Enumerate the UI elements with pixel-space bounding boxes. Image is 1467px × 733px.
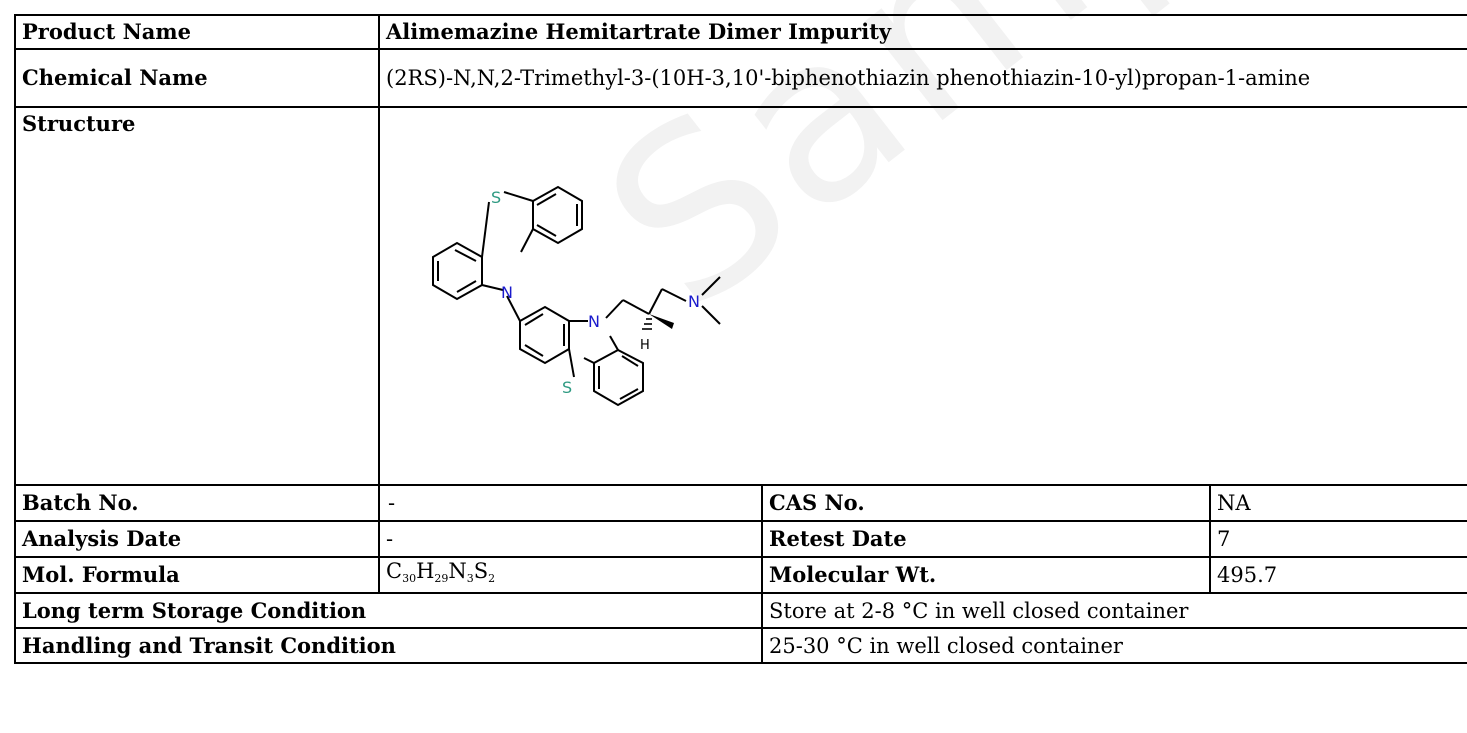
row-chemical-name: Chemical Name (2RS)-N,N,2-Trimethyl-3-(1…: [14, 48, 1467, 108]
atom-n1: N: [501, 283, 513, 302]
atom-s1: S: [491, 188, 501, 207]
row-storage: Long term Storage Condition Store at 2-8…: [14, 592, 1467, 629]
storage-value: Store at 2-8 °C in well closed container: [760, 592, 1467, 629]
storage-label: Long term Storage Condition: [14, 592, 763, 629]
row-analysis-retest: Analysis Date - Retest Date 7: [14, 520, 1467, 558]
chemical-name-text: (2RS)-N,N,2-Trimethyl-3-(10H-3,10'-biphe…: [386, 66, 1311, 90]
formula-count-n: 3: [466, 572, 474, 585]
product-name-value: Alimemazine Hemitartrate Dimer Impurity: [377, 14, 1467, 50]
chemical-name-label: Chemical Name: [14, 48, 380, 108]
retest-date-label: Retest Date: [761, 520, 1211, 558]
retest-date-value: 7: [1208, 520, 1467, 558]
batch-no-value: -: [378, 484, 763, 522]
molecular-wt-value: 495.7: [1208, 556, 1467, 594]
formula-element-c: C: [386, 559, 403, 583]
formula-count-h: 29: [434, 572, 449, 585]
row-product-name: Product Name Alimemazine Hemitartrate Di…: [14, 14, 1467, 50]
atom-n2: N: [588, 312, 600, 331]
cas-no-value: NA: [1208, 484, 1467, 522]
atom-h: H: [640, 338, 650, 353]
chemical-structure-diagram: S N N S N H: [432, 185, 721, 407]
row-formula-weight: Mol. Formula C30H29N3S2 Molecular Wt. 49…: [14, 556, 1467, 594]
analysis-date-value: -: [378, 520, 763, 558]
row-handling: Handling and Transit Condition 25-30 °C …: [14, 627, 1467, 664]
analysis-date-label: Analysis Date: [14, 520, 380, 558]
structure-label: Structure: [14, 106, 380, 486]
formula-count-c: 30: [402, 572, 417, 585]
cas-no-label: CAS No.: [761, 484, 1211, 522]
chemical-name-value: (2RS)-N,N,2-Trimethyl-3-(10H-3,10'-biphe…: [377, 48, 1467, 108]
mol-formula-label: Mol. Formula: [14, 556, 380, 594]
mol-formula-value: C30H29N3S2: [378, 556, 763, 594]
molecular-wt-label: Molecular Wt.: [761, 556, 1211, 594]
product-name-label: Product Name: [14, 14, 380, 50]
formula-element-s: S: [473, 559, 489, 583]
product-info-table: Product Name Alimemazine Hemitartrate Di…: [14, 14, 1467, 664]
row-structure: Structure: [14, 106, 1467, 486]
formula-element-n: N: [448, 559, 467, 583]
atom-n3: N: [688, 292, 700, 311]
batch-no-label: Batch No.: [14, 484, 380, 522]
formula-count-s: 2: [488, 572, 496, 585]
handling-label: Handling and Transit Condition: [14, 627, 763, 664]
handling-value: 25-30 °C in well closed container: [760, 627, 1467, 664]
row-batch-cas: Batch No. - CAS No. NA: [14, 484, 1467, 522]
formula-element-h: H: [416, 559, 435, 583]
structure-cell: S N N S N H: [377, 106, 1467, 486]
atom-s2: S: [562, 378, 572, 397]
